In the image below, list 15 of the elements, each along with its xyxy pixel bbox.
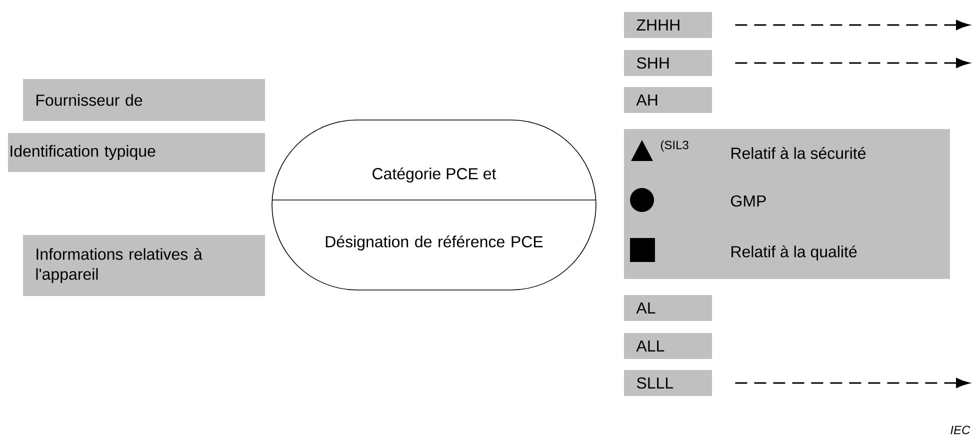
label-box: SLLL	[624, 370, 712, 396]
label-box: SHH	[624, 50, 712, 76]
source-label: IEC	[950, 426, 970, 434]
label-box: Identification typique	[8, 133, 265, 172]
label-box: Fournisseur de	[23, 79, 265, 121]
label-box: ALL	[624, 333, 712, 359]
label-box: ZHHH	[624, 12, 712, 38]
category-stadium: Catégorie PCE et Désignation de référence PCE	[272, 120, 596, 290]
label-box: AH	[624, 87, 712, 113]
label-box: Informations relatives à l'appareil	[23, 235, 265, 296]
dashed-arrow	[735, 20, 970, 30]
label-box: AL	[624, 295, 712, 321]
legend-panel: (SIL3 Relatif à la sécurité GMP Relatif à la qualité	[624, 129, 950, 279]
dashed-arrow	[735, 58, 970, 68]
dashed-arrow	[735, 378, 970, 388]
